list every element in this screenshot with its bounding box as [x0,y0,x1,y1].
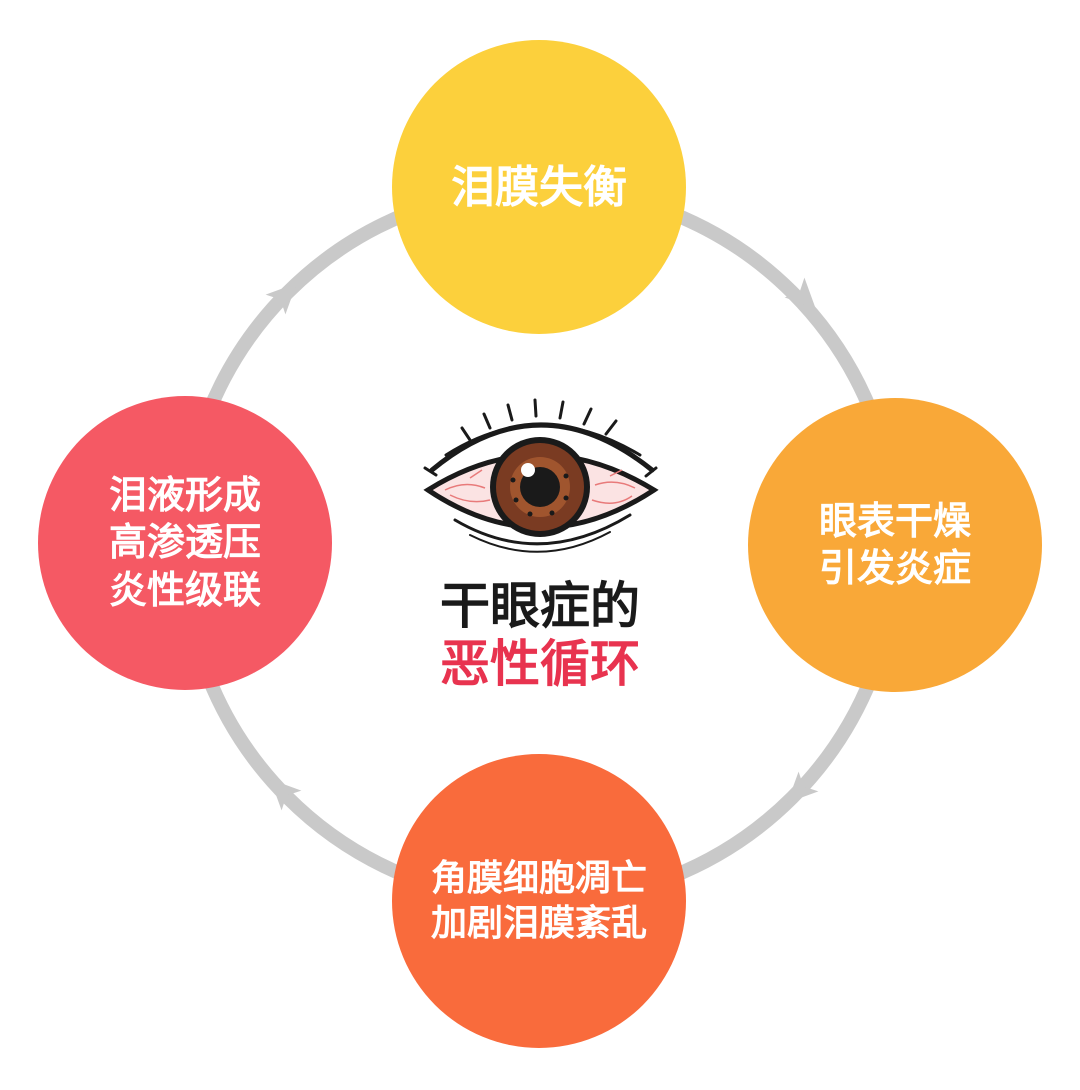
node-ocular-surface-dryness: 眼表干燥 引发炎症 [748,398,1042,692]
arrow-top-left-icon [265,283,297,315]
arrow-bottom-right-icon [787,771,819,803]
center-title-line-2: 恶性循环 [440,634,640,693]
node-bottom-line-1: 角膜细胞凋亡 [430,858,647,899]
node-tear-hyperosmolarity: 泪液形成 高渗透压 炎性级联 [38,396,332,690]
arrow-bottom-left-icon [270,779,302,811]
node-corneal-cell-apoptosis: 角膜细胞凋亡 加剧泪膜紊乱 [392,754,686,1048]
node-left-line-2: 高渗透压 [108,520,261,565]
node-left-line-3: 炎性级联 [108,567,261,612]
node-tear-film-imbalance: 泪膜失衡 [392,40,686,334]
arrow-top-right-icon [784,277,816,309]
node-top-line-1: 泪膜失衡 [451,161,627,213]
node-left-line-1: 泪液形成 [108,472,261,517]
red-eye-icon [423,398,659,553]
center-title-line-1: 干眼症的 [440,577,640,635]
node-right-line-2: 引发炎症 [818,546,971,590]
node-right-line-1: 眼表干燥 [818,498,971,543]
center-title: 干眼症的 恶性循环 [380,577,700,693]
node-bottom-line-2: 加剧泪膜紊乱 [430,903,647,944]
